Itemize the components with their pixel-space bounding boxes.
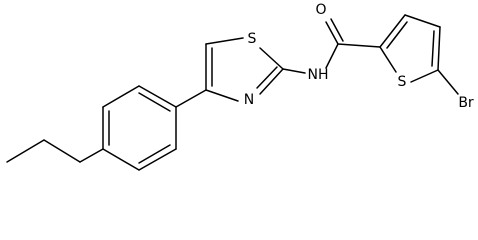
- bond-thiophene-c2-c3: [379, 14, 406, 48]
- bond-carbonyl-o: [325, 21, 339, 45]
- benzene-ring: [102, 85, 177, 171]
- bond-thiophene-c4-c5-inner: [431, 30, 435, 67]
- atom-label-thiophene-s: S: [398, 74, 407, 90]
- bond-thiazole-s-c2: [259, 47, 284, 70]
- bond-thiophene-c2-c3-inner: [386, 21, 408, 49]
- bond-thiophene-c3-c4: [404, 14, 441, 28]
- bond-benzene-3-inner: [138, 92, 171, 112]
- bond-carbonyl-o-inner: [330, 18, 344, 42]
- bond-propyl-3: [79, 148, 104, 163]
- chemical-structure-diagram: S N NH O S Br: [6, 2, 474, 171]
- atom-label-carbonyl-o: O: [315, 2, 326, 18]
- bond-thiophene-s-c2: [379, 46, 397, 73]
- bond-benzene-6: [102, 148, 140, 171]
- bond-thiophene-c4-c5: [437, 26, 441, 71]
- bond-propyl-2: [43, 139, 81, 163]
- propyl-chain: [6, 139, 104, 163]
- bond-thiazole-c2-n: [259, 68, 284, 95]
- atom-label-thiazole-n: N: [244, 92, 254, 108]
- bond-propyl-1: [6, 139, 45, 163]
- bond-thiophene-c5-s: [410, 69, 439, 83]
- bond-thiazole-n-c4: [205, 89, 239, 102]
- thiophene-ring: [379, 14, 441, 83]
- bond-benzene-5: [138, 148, 177, 171]
- amide-linkage: [282, 18, 381, 74]
- atom-label-thiazole-s: S: [248, 31, 257, 47]
- atom-label-amide-nh: NH: [308, 67, 329, 83]
- bond-c2-nh: [282, 68, 306, 74]
- bond-phenyl-thiazole: [175, 89, 207, 108]
- bond-thiophene-bromine: [437, 69, 459, 95]
- bond-nh-carbonyl: [325, 43, 339, 69]
- bond-benzene-3: [138, 85, 177, 108]
- bond-benzene-5-inner: [138, 144, 171, 164]
- bond-thiazole-c2-n-inner: [256, 66, 278, 89]
- bond-benzene-2: [102, 85, 140, 108]
- thiazole-ring: [205, 37, 284, 102]
- atom-label-bromine: Br: [458, 95, 474, 111]
- bond-carbonyl-thiophene: [337, 43, 381, 48]
- bond-thiazole-c5-s: [205, 37, 244, 45]
